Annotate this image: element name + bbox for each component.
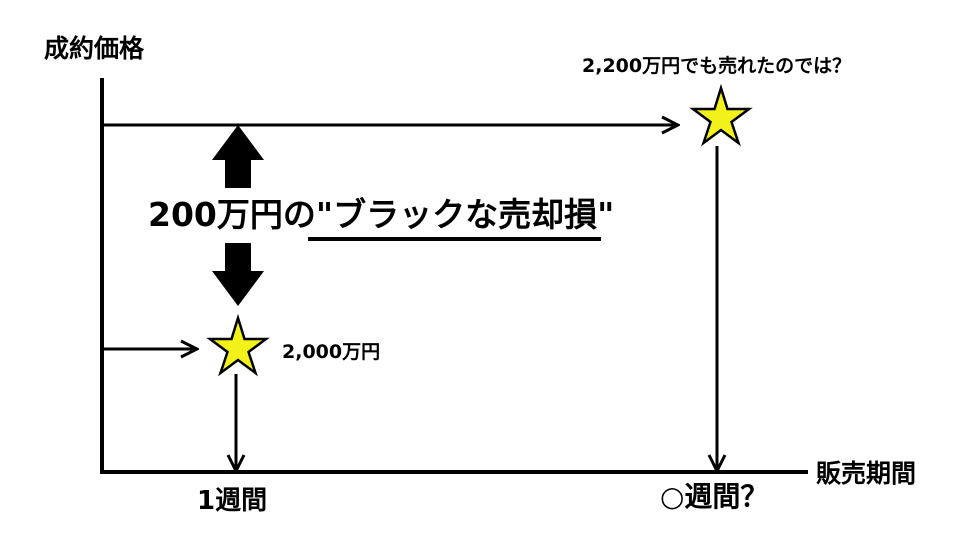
gap-arrow-down: [212, 243, 264, 306]
x-axis-label: 販売期間: [816, 459, 917, 488]
low-price-label: 2,000万円: [282, 341, 381, 363]
gap-arrow-up: [212, 125, 264, 188]
y-axis-label: 成約価格: [44, 34, 145, 63]
x-tick-one-week: 1週間: [197, 486, 268, 516]
high-price-star: [689, 83, 753, 147]
low-price-star: [206, 313, 270, 377]
x-tick-unknown-weeks: ○週間？: [660, 480, 769, 513]
gap-label: 200万円の"ブラックな売却損": [148, 195, 615, 234]
high-price-label: 2,200万円でも売れたのでは？: [582, 55, 852, 77]
